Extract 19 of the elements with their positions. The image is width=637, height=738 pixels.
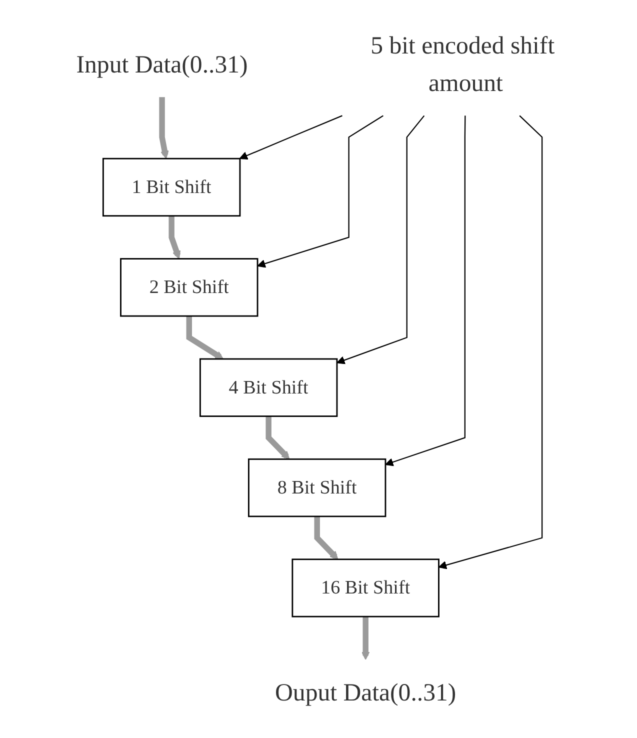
arrow — [158, 97, 169, 159]
arrow — [314, 516, 338, 560]
arrow — [239, 115, 342, 160]
node-box: 1 Bit Shift — [102, 158, 240, 217]
arrow — [384, 116, 466, 466]
node-box: 8 Bit Shift — [248, 458, 386, 518]
arrow — [266, 416, 290, 460]
arrow — [438, 115, 542, 570]
arrow — [168, 216, 180, 260]
arrow — [361, 616, 370, 660]
arrow — [186, 316, 224, 360]
node-text: Ouput Data(0..31) — [274, 678, 456, 706]
node-box: 2 Bit Shift — [120, 258, 258, 317]
node-box: 16 Bit Shift — [292, 558, 440, 618]
node-box: 4 Bit Shift — [199, 358, 338, 417]
arrow — [256, 115, 384, 268]
node-text: 5 bit encoded shift amount — [370, 32, 554, 97]
node-text: Input Data(0..31) — [76, 50, 248, 78]
arrow — [336, 115, 424, 364]
